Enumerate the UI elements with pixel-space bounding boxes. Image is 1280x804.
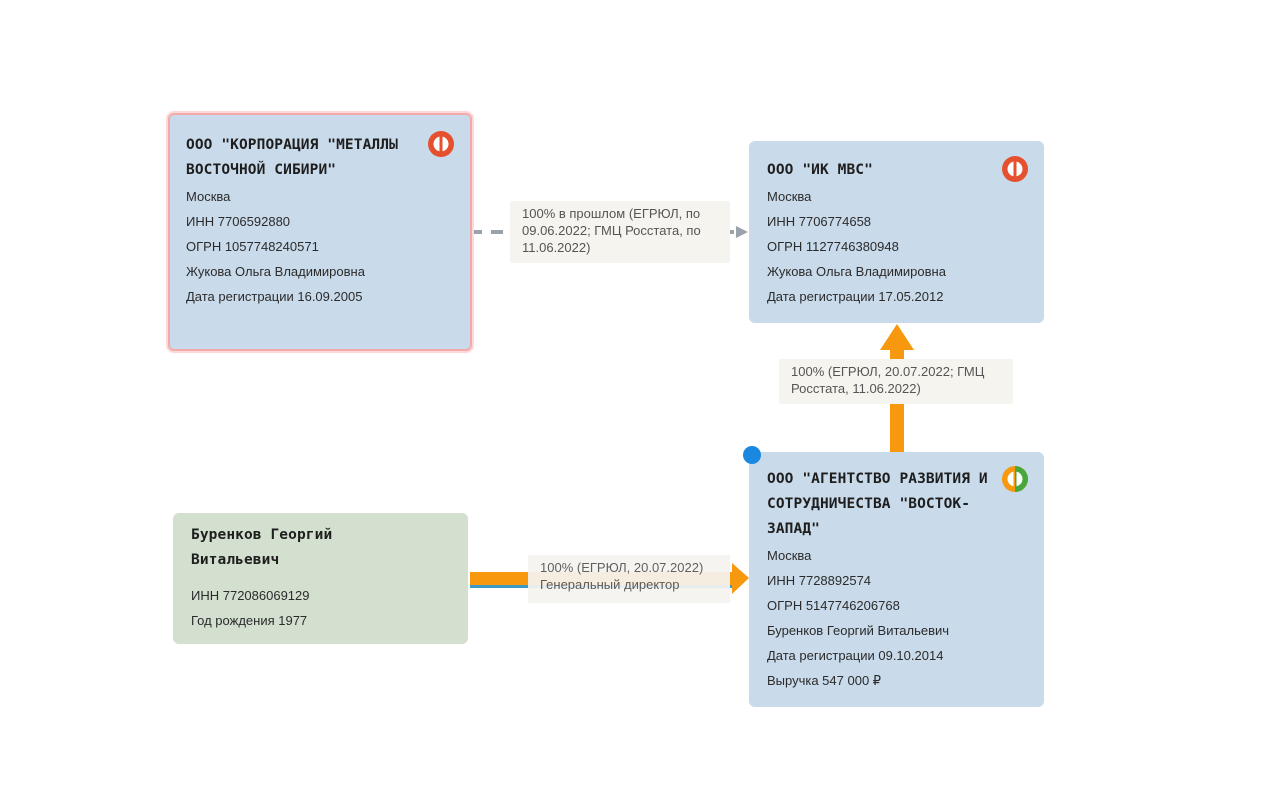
company-ogrn: ОГРН 1127746380948: [767, 239, 899, 254]
company-city: Москва: [767, 548, 812, 563]
company-name: ООО "АГЕНТСТВО РАЗВИТИЯ И СОТРУДНИЧЕСТВА…: [767, 471, 988, 537]
company-head: Жукова Ольга Владимировна: [767, 264, 946, 279]
person-birth-year: Год рождения 1977: [191, 613, 308, 628]
person-name: Буренков Георгий Витальевич: [191, 527, 333, 568]
liquidated-status-icon: [428, 131, 454, 157]
partial-status-icon: [1002, 466, 1028, 492]
person-link-share: 100% (ЕГРЮЛ, 20.07.2022): [540, 560, 704, 575]
company-node-ik-mvs[interactable]: ООО "ИК МВС" Москва ИНН 7706774658 ОГРН …: [749, 141, 1044, 323]
company-name: ООО "ИК МВС": [767, 162, 873, 178]
past-ownership-arrowhead: [736, 226, 748, 238]
company-head: Жукова Ольга Владимировна: [186, 264, 365, 279]
ownership-ik-arrowhead: [880, 324, 914, 350]
person-link-label: 100% (ЕГРЮЛ, 20.07.2022) Генеральный дир…: [528, 555, 730, 603]
company-name: ООО "КОРПОРАЦИЯ "МЕТАЛЛЫ ВОСТОЧНОЙ СИБИР…: [186, 137, 398, 178]
ownership-person-arrowhead: [732, 563, 749, 594]
company-head: Буренков Георгий Витальевич: [767, 623, 950, 638]
person-inn: ИНН 772086069129: [191, 588, 310, 603]
company-city: Москва: [767, 189, 812, 204]
company-node-korporaciya[interactable]: ООО "КОРПОРАЦИЯ "МЕТАЛЛЫ ВОСТОЧНОЙ СИБИР…: [168, 113, 472, 351]
company-reg-date: Дата регистрации 09.10.2014: [767, 648, 944, 663]
liquidated-status-icon: [1002, 156, 1028, 182]
company-city: Москва: [186, 189, 231, 204]
company-ogrn: ОГРН 5147746206768: [767, 598, 900, 613]
company-revenue: Выручка 547 000 ₽: [767, 673, 882, 688]
company-inn: ИНН 7706774658: [767, 214, 872, 229]
company-node-agentstvo[interactable]: ООО "АГЕНТСТВО РАЗВИТИЯ И СОТРУДНИЧЕСТВА…: [749, 452, 1044, 707]
selection-marker-dot[interactable]: [743, 446, 761, 464]
company-reg-date: Дата регистрации 16.09.2005: [186, 289, 363, 304]
company-inn: ИНН 7706592880: [186, 214, 291, 229]
company-reg-date: Дата регистрации 17.05.2012: [767, 289, 944, 304]
past-ownership-label: 100% в прошлом (ЕГРЮЛ, по 09.06.2022; ГМ…: [510, 201, 730, 263]
person-node-burenkov[interactable]: Буренков Георгий Витальевич ИНН 77208606…: [173, 513, 468, 644]
company-inn: ИНН 7728892574: [767, 573, 872, 588]
ownership-ik-label: 100% (ЕГРЮЛ, 20.07.2022; ГМЦ Росстата, 1…: [779, 359, 1013, 404]
company-ogrn: ОГРН 1057748240571: [186, 239, 319, 254]
person-link-role: Генеральный директор: [540, 577, 680, 592]
